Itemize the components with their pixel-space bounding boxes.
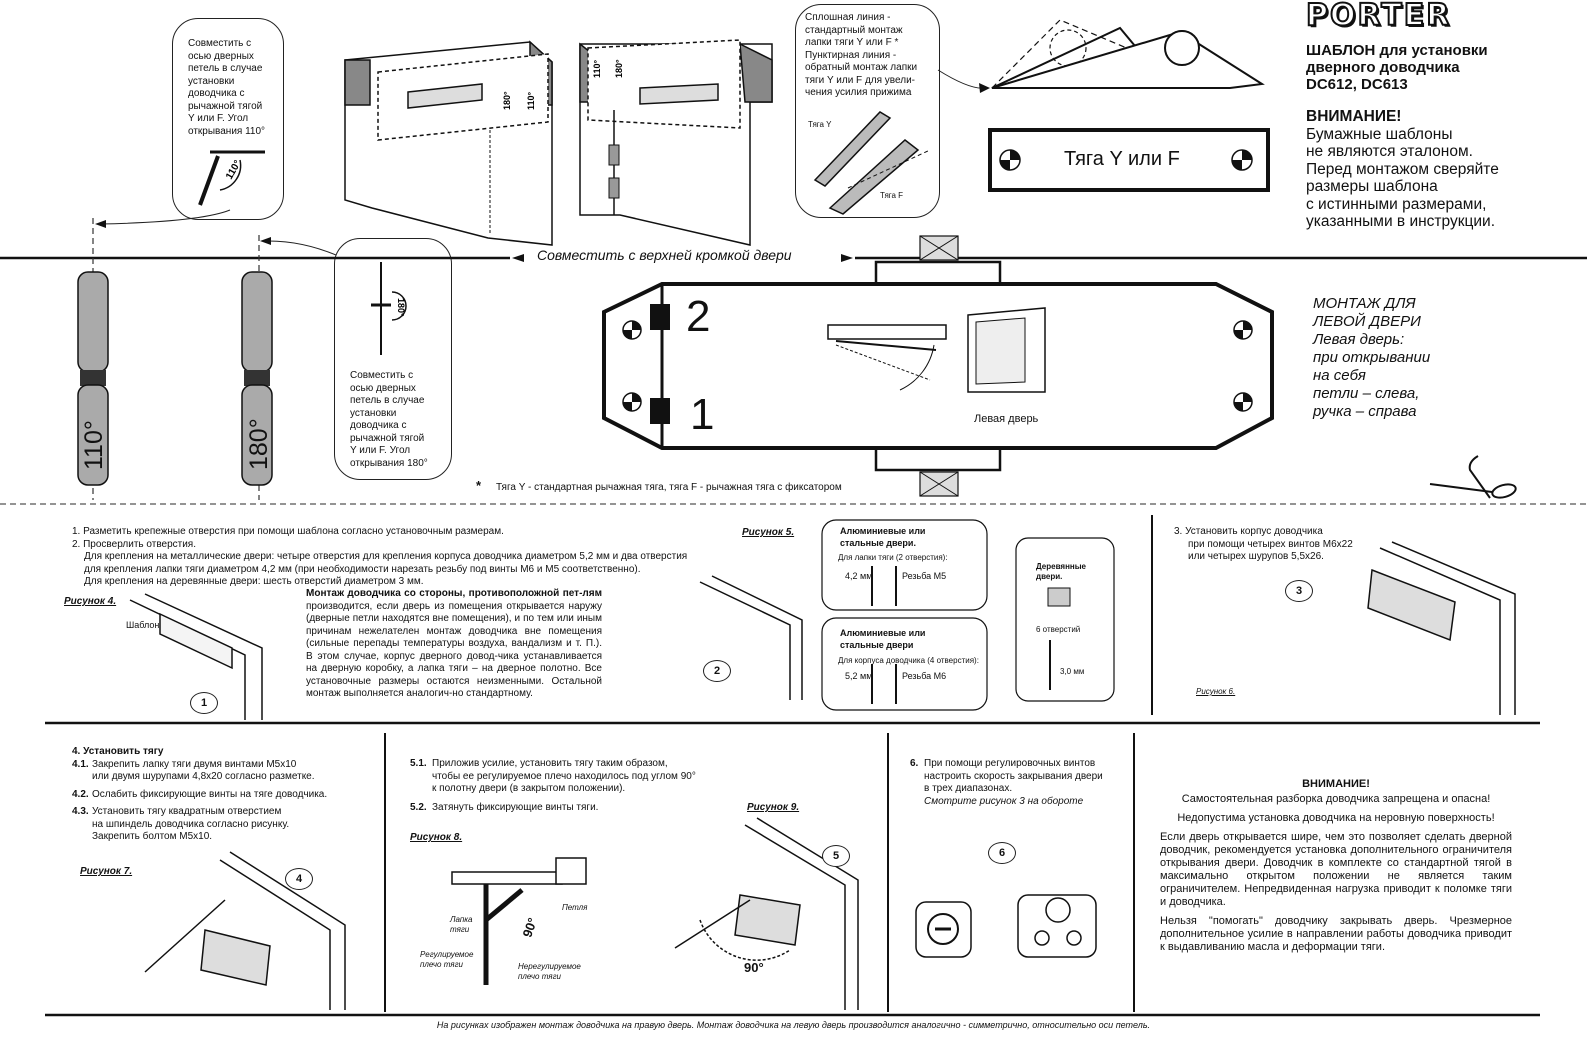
svg-text:180°: 180° [614, 59, 624, 78]
step4-text: 4. Установить тягу 4.1.Закрепить лапку т… [72, 746, 328, 842]
body-target-br [1233, 392, 1253, 412]
rod-110-label: 110° [80, 420, 108, 470]
step6-num: 6 [988, 842, 1016, 864]
metal-arm-thread: Резьба М5 [902, 571, 947, 581]
footnote-mark: * [476, 478, 482, 493]
template-label: Шаблон [126, 620, 160, 630]
fig8-label: Рисунок 8. [410, 832, 463, 843]
left-door-label: Левая дверь [974, 413, 1039, 425]
fig7-num: 4 [285, 868, 313, 890]
fig5-num: 2 [703, 660, 731, 682]
left-door-mount-text: МОНТАЖ ДЛЯ ЛЕВОЙ ДВЕРИ Левая дверь: при … [1313, 295, 1431, 420]
top-edge-label: Совместить с верхней кромкой двери [537, 247, 792, 263]
reverse-mount-text: Монтаж доводчика со стороны, противополо… [306, 588, 602, 699]
fig9-label: Рисунок 9. [747, 802, 800, 813]
closer-body-outline [602, 282, 1274, 450]
footer-note: На рисунках изображен монтаж доводчика н… [436, 1020, 1151, 1030]
metal-body-thread: Резьба М6 [902, 671, 947, 681]
body-target-bl [622, 392, 642, 412]
step5-text: 5.1.Приложив усилие, установить тягу так… [410, 758, 696, 813]
angle-90-fig9: 90° [744, 960, 764, 975]
scissors-icon [1429, 455, 1517, 499]
fig7-label: Рисунок 7. [80, 866, 133, 877]
plate-target-left [999, 149, 1021, 171]
metal-arm-sub: Для лапки тяги (2 отверстия): [838, 553, 948, 562]
template-title: ШАБЛОН для установки дверного доводчика … [1306, 42, 1488, 93]
wood-holes: 6 отверстий [1036, 625, 1081, 634]
metal-body-sub: Для корпуса доводчика (4 отверстия): [838, 656, 979, 665]
fig9-num: 5 [822, 845, 850, 867]
plate-target-right [1231, 149, 1253, 171]
callout-180 [334, 238, 452, 480]
hinge-rod-110 [77, 271, 109, 486]
hinge-label: Петля [562, 903, 588, 912]
arm-plate-label: Тяга Y или F [1064, 148, 1180, 170]
steps-1-2: 1. Разметить крепежные отверстия при пом… [72, 526, 688, 587]
arm-f-label: Тяга F [880, 191, 904, 200]
hinge-rod-180 [241, 271, 273, 486]
svg-text:180°: 180° [502, 91, 512, 110]
fig4-label: Рисунок 4. [64, 596, 117, 607]
fig5-label: Рисунок 5. [742, 527, 795, 538]
arm-plate-outline [988, 128, 1270, 192]
body-target-tr [1233, 320, 1253, 340]
step3-text: 3. Установить корпус доводчика при помощ… [1174, 526, 1353, 562]
rod-180-label: 180° [245, 418, 273, 470]
hole-2-label: 2 [686, 292, 711, 341]
arm-y-label: Тяга Y [808, 120, 832, 129]
hole-1-label: 1 [690, 390, 715, 439]
fig6-label: Рисунок 6. [1196, 687, 1236, 696]
metal-body-diameter: 5,2 мм [845, 671, 873, 681]
svg-text:110°: 110° [592, 59, 602, 78]
fig4-num: 1 [190, 692, 218, 714]
brand-logo: PORTER [1305, 0, 1452, 34]
svg-text:180°: 180° [396, 298, 406, 317]
wood-diameter: 3,0 мм [1060, 667, 1085, 676]
svg-text:110°: 110° [526, 91, 536, 110]
footnote-text: Тяга Y - стандартная рычажная тяга, тяга… [496, 482, 842, 493]
final-warning: ВНИМАНИЕ! Самостоятельная разборка довод… [1160, 778, 1512, 953]
template-warning: ВНИМАНИЕ! Бумажные шаблоны не являются э… [1306, 108, 1499, 230]
callout-arm-mounting-text: Сплошная линия -стандартный монтаж лапки… [805, 12, 918, 98]
fig6-num: 3 [1285, 580, 1313, 602]
body-target-tl [622, 320, 642, 340]
metal-arm-diameter: 4,2 мм [845, 571, 873, 581]
